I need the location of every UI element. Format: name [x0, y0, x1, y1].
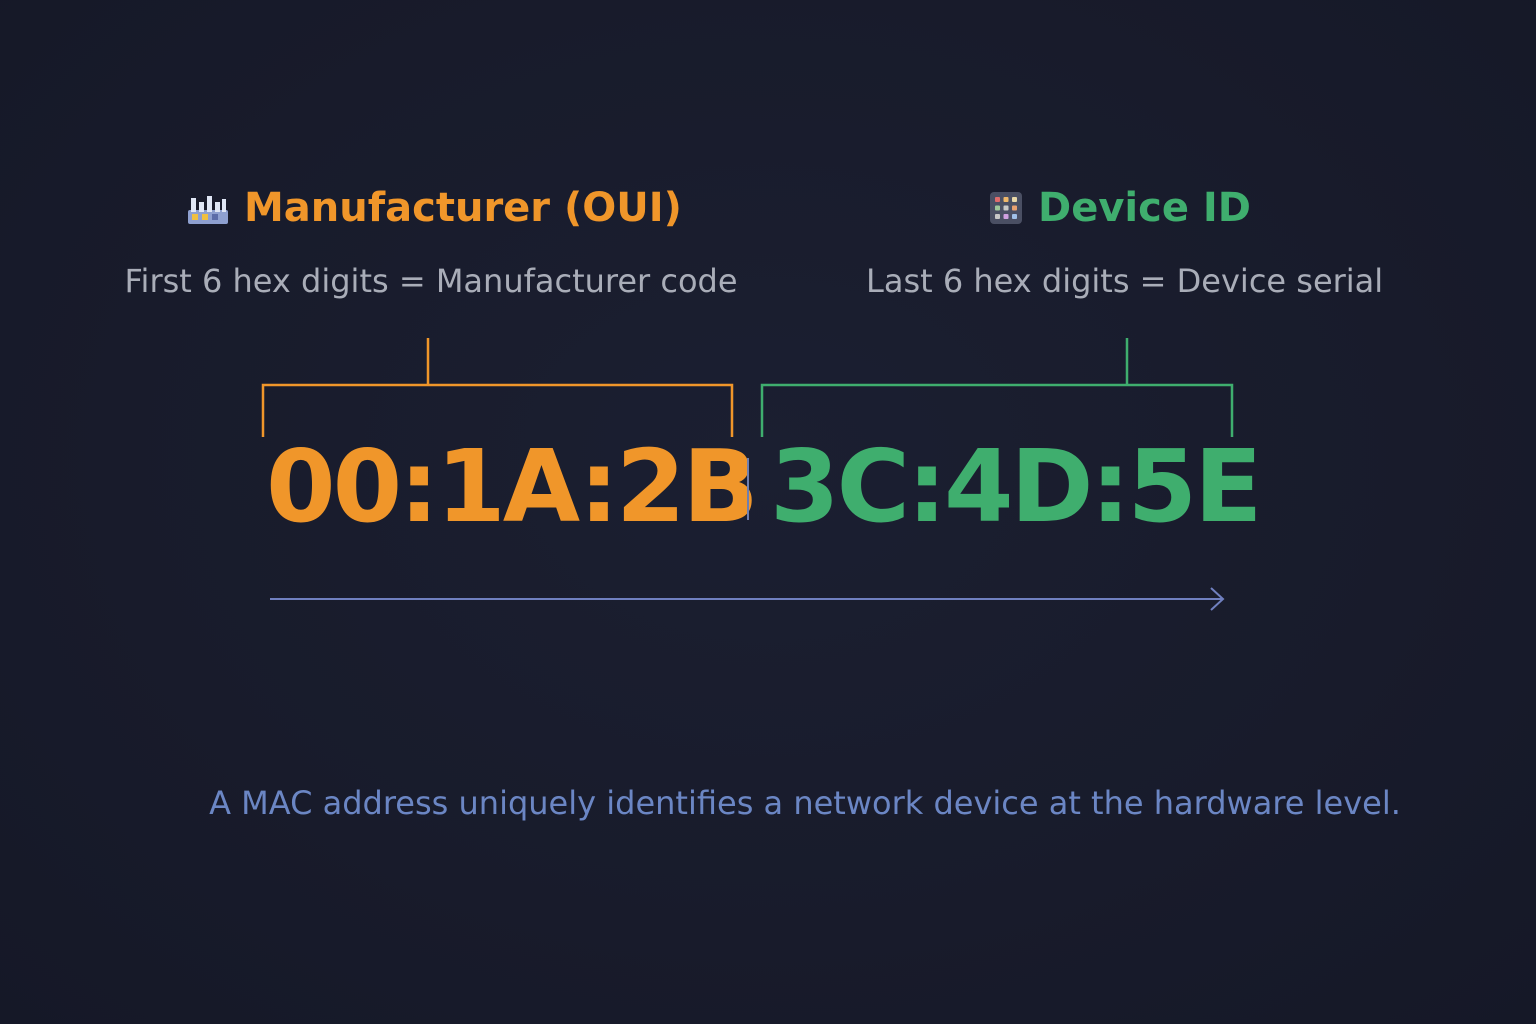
keypad-icon [988, 190, 1024, 226]
device-id-bracket [760, 338, 1234, 437]
caption: A MAC address uniquely identifies a netw… [209, 784, 1401, 822]
oui-hex: 00:1A:2B [266, 428, 759, 545]
manufacturer-heading: Manufacturer (OUI) [186, 182, 682, 234]
device-hex: 3C:4D:5E [770, 428, 1262, 545]
direction-arrow [270, 587, 1225, 611]
device-id-title: Device ID [1038, 185, 1251, 231]
device-id-heading: Device ID [988, 182, 1251, 234]
device-id-subtitle: Last 6 hex digits = Device serial [866, 262, 1384, 300]
manufacturer-bracket [261, 338, 734, 437]
factory-icon [186, 190, 230, 226]
mac-divider [747, 458, 749, 520]
manufacturer-title: Manufacturer (OUI) [244, 185, 682, 231]
manufacturer-subtitle: First 6 hex digits = Manufacturer code [124, 262, 738, 300]
